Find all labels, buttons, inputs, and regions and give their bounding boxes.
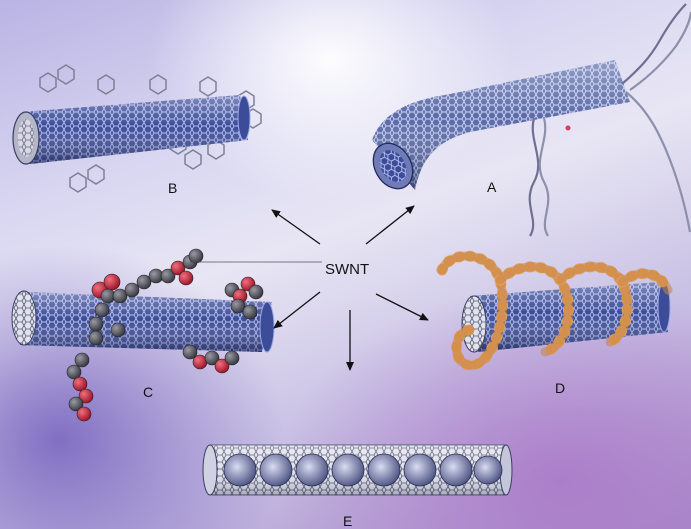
- center-label-swnt: SWNT: [325, 261, 369, 278]
- panel-label-b: B: [168, 180, 177, 196]
- panel-e-fullerene-peapod: [203, 445, 512, 495]
- arrow-to-c: [274, 292, 320, 328]
- twisted-helix-icon: [530, 4, 691, 236]
- arrow-to-a: [366, 206, 414, 244]
- panel-label-a: A: [487, 179, 497, 195]
- nanotube-c-open-end: [12, 291, 36, 345]
- panel-d-polymer-wrapped-tube: [442, 256, 670, 365]
- panel-label-e: E: [343, 513, 352, 529]
- nanotube-d-open-end: [462, 296, 486, 352]
- arrow-to-d: [376, 294, 428, 320]
- arrows: [272, 206, 428, 370]
- panel-label-c: C: [143, 384, 153, 400]
- panel-b-aromatic-functionalized-tube: [13, 65, 261, 192]
- arrow-to-b: [272, 210, 320, 244]
- panel-a-bent-tube-with-strands: [365, 4, 691, 236]
- panel-label-d: D: [555, 380, 565, 396]
